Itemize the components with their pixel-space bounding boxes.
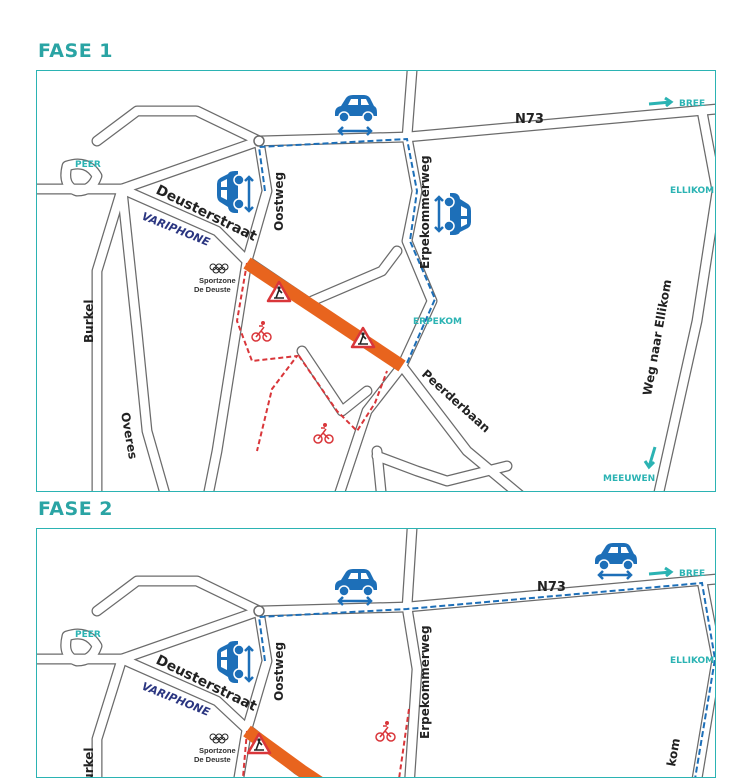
sportzone-label: Sportzone — [199, 746, 236, 755]
arrow-icon — [597, 570, 633, 580]
road-label-erpekommerweg: Erpekommerweg — [418, 625, 432, 739]
road-label-oostweg: Oostweg — [272, 172, 286, 231]
phase-1-title: FASE 1 — [38, 40, 114, 62]
bicycle-icon — [313, 422, 334, 444]
phase-2-map: N73 BREE PEER ELLIKOM Oostweg Erpekommer… — [36, 528, 716, 778]
direction-label-bree: BREE — [679, 569, 705, 579]
olympic-rings-icon — [209, 733, 229, 744]
arrow-icon — [648, 566, 674, 578]
car-icon — [216, 170, 245, 214]
road-label-n73: N73 — [537, 580, 566, 595]
town-label-erpekom: ERPEKOM — [413, 317, 462, 327]
car-icon — [594, 542, 638, 571]
arrow-icon — [337, 596, 373, 606]
arrow-icon — [244, 175, 254, 213]
road-label-erpekommerweg: Erpekommerweg — [418, 155, 432, 269]
car-icon — [216, 640, 245, 684]
road-label-n73: N73 — [515, 112, 544, 127]
bike-detour-route — [242, 708, 410, 777]
direction-label-bree: BREE — [679, 99, 705, 109]
road-label-burkel: Burkel — [82, 747, 96, 778]
car-icon — [334, 94, 378, 123]
bicycle-icon — [375, 720, 396, 742]
bicycle-icon — [251, 320, 272, 342]
arrow-icon — [337, 126, 373, 136]
phase-1-map: N73 BREE PEER ELLIKOM ERPEKOM MEEUWEN Oo… — [36, 70, 716, 492]
bike-detour-route — [235, 262, 388, 452]
arrow-icon — [244, 645, 254, 683]
town-label-peer: PEER — [75, 160, 101, 170]
road-label-weg-naar-ellikom: Weg naar Ellikom — [640, 278, 674, 396]
sportzone-label: Sportzone — [199, 276, 236, 285]
car-detour-route — [257, 137, 437, 364]
closed-road-section — [243, 257, 406, 372]
arrow-icon — [434, 195, 444, 233]
arrow-icon — [643, 446, 657, 470]
town-label-ellikom: ELLIKOM — [670, 186, 714, 196]
car-icon — [334, 568, 378, 597]
road-label-oostweg: Oostweg — [272, 642, 286, 701]
car-icon — [443, 192, 472, 236]
road-label-weg-naar-ellikom: kom — [664, 737, 683, 767]
phase-2-title: FASE 2 — [38, 498, 114, 520]
olympic-rings-icon — [209, 263, 229, 274]
road-label-overes: Overes — [118, 411, 140, 460]
road-label-burkel: Burkel — [82, 299, 96, 343]
sportzone-name: De Deuste — [194, 755, 231, 764]
direction-label-meeuwen: MEEUWEN — [603, 474, 655, 484]
car-detour-route — [257, 581, 715, 777]
town-label-peer: PEER — [75, 630, 101, 640]
arrow-icon — [648, 96, 674, 108]
sportzone-name: De Deuste — [194, 285, 231, 294]
town-label-ellikom: ELLIKOM — [670, 656, 714, 666]
